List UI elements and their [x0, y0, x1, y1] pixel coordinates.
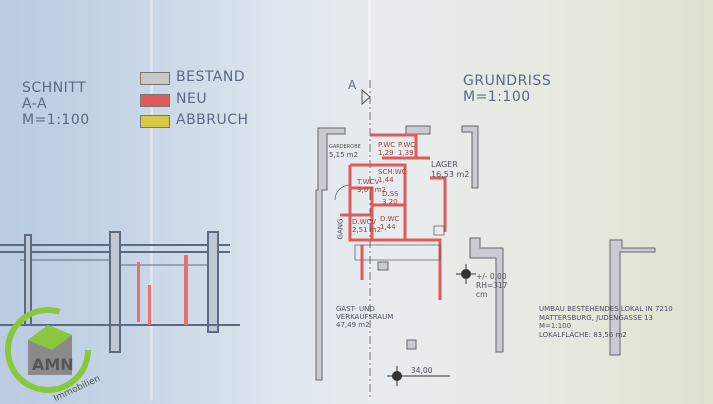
section-drawing — [0, 231, 240, 353]
plan-new-walls — [340, 133, 447, 300]
paper-fold — [150, 0, 153, 400]
plan-title: GRUNDRISS — [463, 73, 552, 89]
plan-fixtures — [334, 184, 445, 261]
legend-label: NEU — [176, 91, 208, 107]
section-title-block: SCHNITT A-A M=1:100 — [22, 80, 90, 128]
legend-label: BESTAND — [176, 69, 246, 85]
plan-scale: M=1:100 — [463, 89, 531, 105]
legend-swatch-neu — [140, 94, 170, 107]
section-new-walls — [137, 255, 188, 325]
section-arrow-icon — [361, 88, 371, 106]
section-scale: M=1:100 — [22, 112, 90, 128]
elevation-marker-icon — [387, 366, 450, 386]
plan-title-block: GRUNDRISS M=1:100 — [463, 73, 551, 105]
level-marker-icon — [456, 264, 476, 284]
logo: AMN — [5, 307, 91, 393]
room-label: GANG — [336, 218, 345, 240]
logo-letters: AMN — [32, 355, 74, 374]
section-name: A-A — [22, 96, 48, 112]
elevation-label: 34,00 — [411, 366, 433, 375]
legend-swatch-bestand — [140, 72, 170, 85]
section-title: SCHNITT — [22, 80, 87, 96]
plan-existing-walls — [315, 125, 656, 381]
project-info: UMBAU BESTEHENDES LOKAL IN 7210 MATTERSB… — [539, 305, 673, 339]
legend-swatch-abbruch — [140, 115, 170, 128]
legend-label: ABBRUCH — [176, 112, 249, 128]
section-marker: A — [348, 78, 357, 92]
